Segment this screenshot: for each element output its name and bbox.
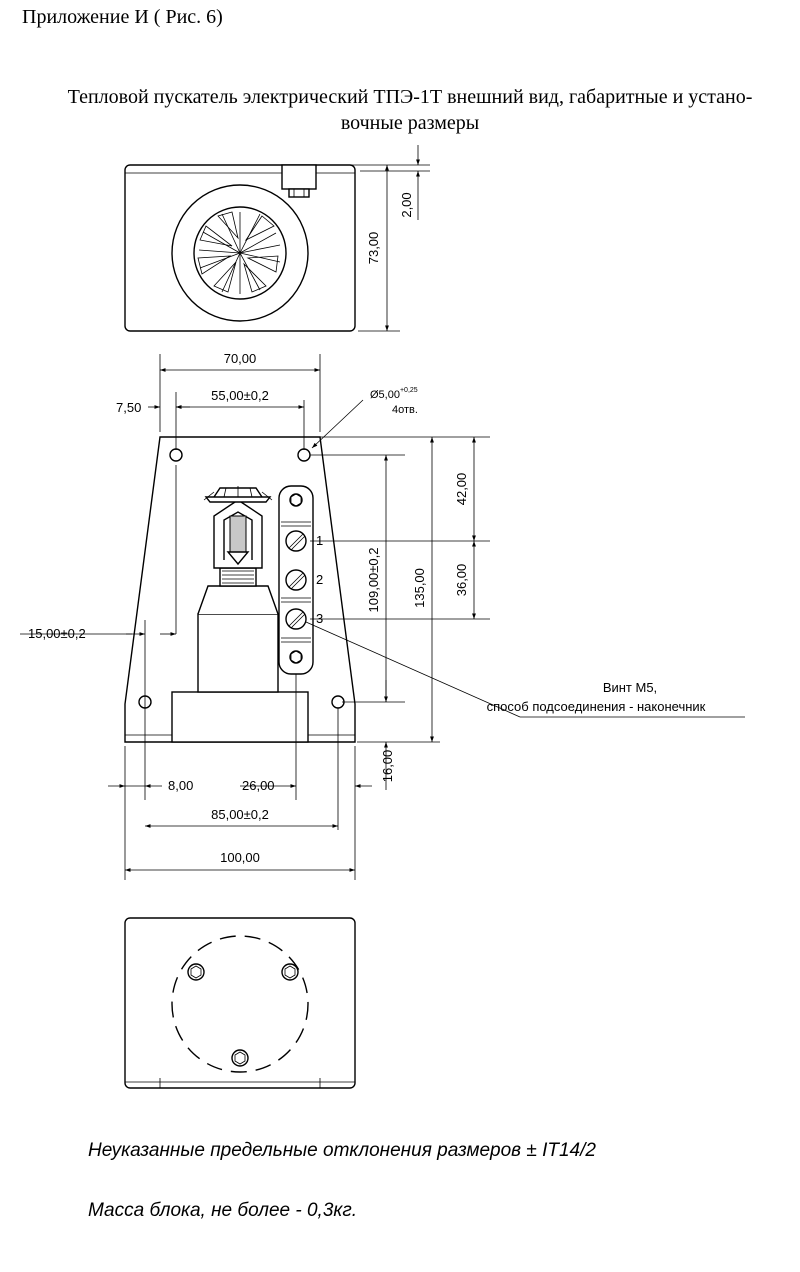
dim-135: 135,00 bbox=[412, 568, 427, 608]
dim-7-5: 7,50 bbox=[116, 400, 141, 415]
dim-16: 16,00 bbox=[380, 750, 395, 783]
terminal-label-1: 1 bbox=[316, 533, 323, 548]
dim-2: 2,00 bbox=[399, 192, 414, 217]
front-dimensions bbox=[20, 354, 745, 880]
dim-100: 100,00 bbox=[220, 850, 260, 865]
callout-screw: Винт М5, bbox=[603, 680, 657, 695]
callout-connection: способ подсоединения - наконечник bbox=[487, 699, 706, 714]
housing-shoulder bbox=[197, 585, 279, 615]
bottom-nut-icon bbox=[187, 963, 205, 981]
bottom-nut-icon bbox=[281, 963, 299, 981]
hole-diameter: Ø5,00+0,25 bbox=[370, 387, 418, 401]
terminal-screw-1-icon bbox=[285, 530, 307, 552]
top-view-outer-ring bbox=[171, 184, 309, 322]
top-connector bbox=[281, 164, 317, 190]
thread-icon bbox=[219, 567, 257, 587]
thermal-bulb-icon bbox=[229, 515, 247, 553]
top-view-body bbox=[124, 164, 356, 332]
terminal-label-2: 2 bbox=[316, 572, 323, 587]
title-line-1: Тепловой пускатель электрический ТПЭ-1Т … bbox=[67, 86, 753, 108]
bottom-view-ring bbox=[171, 935, 309, 1073]
front-view bbox=[124, 436, 356, 743]
tolerance-note: Неуказанные предельные отклонения размер… bbox=[88, 1140, 596, 1161]
housing-block bbox=[197, 613, 279, 693]
bottom-nut-icon bbox=[231, 1049, 249, 1067]
hole-count: 4отв. bbox=[392, 404, 418, 416]
terminal-screw-3-icon bbox=[285, 608, 307, 630]
appendix-label: Приложение И ( Рис. 6) bbox=[22, 6, 223, 28]
dim-8: 8,00 bbox=[168, 778, 193, 793]
bottom-view bbox=[124, 917, 356, 1089]
drawing-title: Тепловой пускатель электрический ТПЭ-1Т … bbox=[20, 84, 800, 136]
dim-26: 26,00 bbox=[242, 778, 275, 793]
top-view bbox=[124, 145, 430, 332]
terminal-screw-2-icon bbox=[285, 569, 307, 591]
sprinkler-slots-icon bbox=[197, 211, 281, 294]
dim-70: 70,00 bbox=[224, 351, 257, 366]
top-view-sprinkler-cover bbox=[193, 206, 287, 300]
mass-note: Масса блока, не более - 0,3кг. bbox=[88, 1200, 358, 1221]
base-block bbox=[171, 691, 309, 743]
title-line-2: вочные размеры bbox=[340, 112, 480, 134]
dim-85: 85,00±0,2 bbox=[211, 807, 269, 822]
dim-109: 109,00±0,2 bbox=[366, 548, 381, 613]
terminal-label-3: 3 bbox=[316, 611, 323, 626]
connector-nut-icon bbox=[288, 188, 310, 198]
dim-55: 55,00±0,2 bbox=[211, 388, 269, 403]
deflector-tip-icon bbox=[226, 551, 250, 566]
dim-36: 36,00 bbox=[454, 564, 469, 597]
dim-73: 73,00 bbox=[366, 232, 381, 265]
dim-42: 42,00 bbox=[454, 473, 469, 506]
dim-15: 15,00±0,2 bbox=[28, 626, 86, 641]
mount-hole-icon bbox=[169, 448, 183, 462]
mount-hole-icon bbox=[297, 448, 311, 462]
bottom-view-body bbox=[124, 917, 356, 1089]
deflector-icon bbox=[203, 486, 273, 503]
